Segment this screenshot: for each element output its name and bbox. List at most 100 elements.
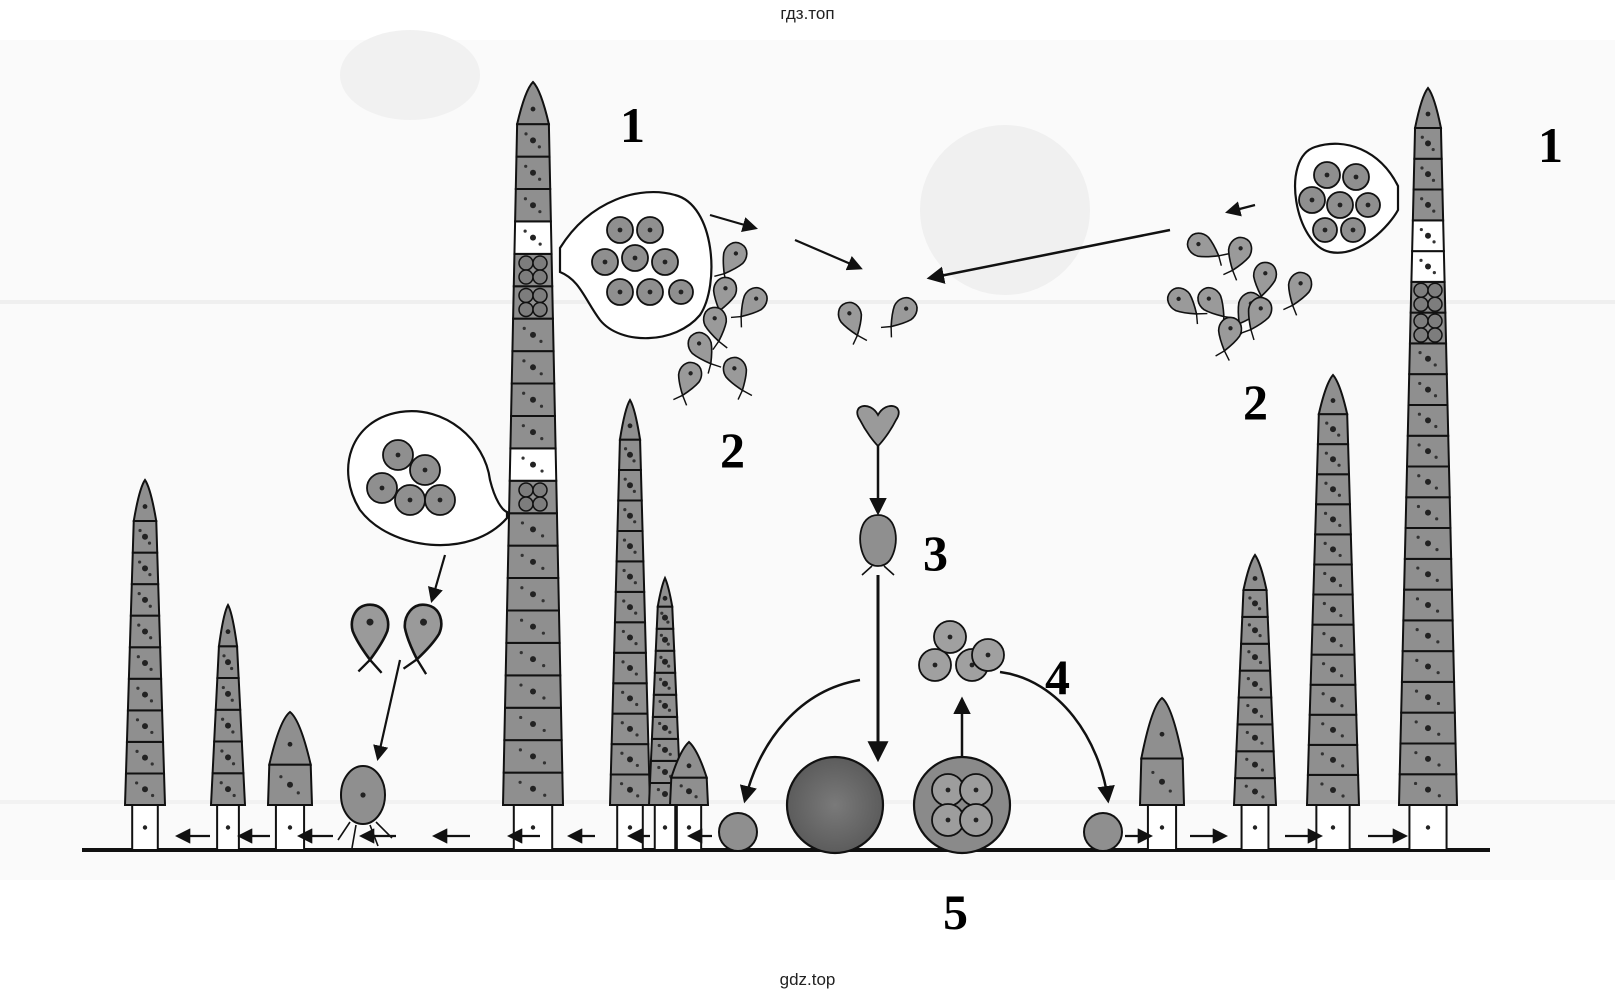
zygote-flagella bbox=[861, 565, 895, 576]
cell-nucleus bbox=[662, 790, 668, 797]
cell-granule bbox=[541, 631, 545, 635]
cell-granule bbox=[1432, 209, 1436, 213]
cell-nucleus bbox=[225, 690, 231, 697]
cell-granule bbox=[1434, 424, 1438, 429]
cell-nucleus bbox=[1252, 707, 1258, 714]
cell-granule bbox=[519, 683, 523, 687]
zoospore-nucleus bbox=[1298, 281, 1303, 286]
cell-granule bbox=[1247, 623, 1252, 627]
cell-nucleus bbox=[1252, 681, 1258, 688]
cell-granule bbox=[622, 568, 626, 573]
cell-granule bbox=[1322, 632, 1326, 636]
cell-nucleus bbox=[1330, 726, 1336, 733]
cell-granule bbox=[623, 508, 627, 512]
zoospore-body bbox=[1166, 287, 1198, 315]
cell-granule bbox=[1337, 463, 1341, 467]
cell-granule bbox=[694, 795, 698, 799]
sporangia bbox=[347, 142, 1400, 547]
cell-nucleus bbox=[1159, 731, 1165, 737]
cell-granule bbox=[1321, 722, 1325, 726]
cell-granule bbox=[1416, 504, 1421, 509]
cell-granule bbox=[1431, 147, 1435, 152]
gamete-cell bbox=[1413, 313, 1429, 329]
watermark-bottom: gdz.top bbox=[779, 970, 836, 989]
cell-granule bbox=[666, 620, 670, 624]
cell-granule bbox=[524, 132, 528, 136]
cell-granule bbox=[659, 633, 663, 637]
cell-granule bbox=[138, 560, 142, 564]
zoospore-flagella bbox=[673, 394, 688, 406]
label-3: 3 bbox=[923, 525, 948, 581]
zoospore-nucleus bbox=[420, 618, 427, 626]
zoospore bbox=[687, 331, 722, 374]
sporangium-lower-left bbox=[347, 410, 509, 547]
cell-nucleus bbox=[627, 695, 633, 702]
cell-granule bbox=[621, 629, 625, 634]
cell-nucleus bbox=[530, 656, 536, 663]
cell-granule bbox=[621, 690, 625, 694]
cell-nucleus bbox=[1330, 786, 1336, 793]
cell-nucleus bbox=[627, 482, 633, 489]
cell-nucleus bbox=[686, 788, 692, 795]
meiospore-nucleus bbox=[932, 662, 938, 668]
cell-granule bbox=[1418, 381, 1422, 386]
cell-granule bbox=[1259, 687, 1263, 692]
cell-nucleus bbox=[1425, 571, 1431, 578]
holdfast-nucleus bbox=[530, 825, 536, 830]
cell-nucleus bbox=[627, 451, 633, 458]
cell-nucleus bbox=[530, 461, 536, 468]
cell-granule bbox=[1413, 781, 1418, 786]
arrow-meiospore-left bbox=[739, 678, 861, 804]
cell-granule bbox=[632, 489, 636, 493]
zoospore-body bbox=[722, 241, 748, 275]
cell-nucleus bbox=[530, 106, 536, 112]
cell-nucleus bbox=[1425, 140, 1431, 147]
cell-granule bbox=[1416, 535, 1420, 539]
cell-granule bbox=[659, 655, 663, 659]
cell-granule bbox=[620, 721, 624, 725]
cell-granule bbox=[1435, 517, 1439, 521]
zoospore bbox=[702, 306, 728, 351]
cell-granule bbox=[1435, 547, 1439, 552]
cell-granule bbox=[147, 541, 152, 545]
cell-granule bbox=[1418, 351, 1422, 355]
zoospore-large bbox=[350, 603, 390, 674]
cell-granule bbox=[150, 730, 154, 735]
cell-granule bbox=[148, 604, 152, 608]
zygote-resting bbox=[785, 755, 885, 855]
holdfast-nucleus bbox=[287, 825, 293, 830]
cell-granule bbox=[522, 326, 526, 331]
arrow-meiospore-right bbox=[999, 670, 1115, 804]
cell-granule bbox=[538, 210, 542, 214]
zoospore-nucleus bbox=[1263, 271, 1268, 276]
cell-granule bbox=[519, 715, 523, 720]
cell-nucleus bbox=[1425, 232, 1431, 239]
cell-nucleus bbox=[1330, 696, 1336, 703]
gamete-cell bbox=[518, 269, 534, 285]
cell-granule bbox=[1320, 752, 1324, 756]
cell-granule bbox=[149, 699, 154, 703]
cell-nucleus bbox=[1252, 600, 1258, 607]
cell-nucleus bbox=[1425, 755, 1431, 762]
cell-nucleus bbox=[225, 722, 231, 729]
gamete-cell bbox=[532, 482, 548, 498]
cell-granule bbox=[538, 177, 542, 181]
arrow-sporangium-release bbox=[428, 554, 447, 603]
cell-granule bbox=[1245, 757, 1249, 761]
cell-nucleus bbox=[662, 724, 668, 731]
cell-granule bbox=[1415, 627, 1419, 632]
cell-nucleus bbox=[1425, 263, 1431, 270]
cell-nucleus bbox=[530, 331, 536, 338]
cell-nucleus bbox=[1330, 456, 1336, 463]
cell-nucleus bbox=[1330, 666, 1336, 673]
cell-nucleus bbox=[1425, 171, 1431, 178]
zoospore-nucleus bbox=[1206, 296, 1212, 301]
cell-granule bbox=[1338, 553, 1342, 558]
gamete-cell bbox=[532, 269, 548, 285]
cell-granule bbox=[1420, 166, 1424, 170]
sporangium-upper-left bbox=[558, 191, 713, 340]
zygote-dividing bbox=[912, 755, 1012, 855]
cell-nucleus bbox=[142, 504, 148, 509]
cell-nucleus bbox=[662, 768, 668, 775]
